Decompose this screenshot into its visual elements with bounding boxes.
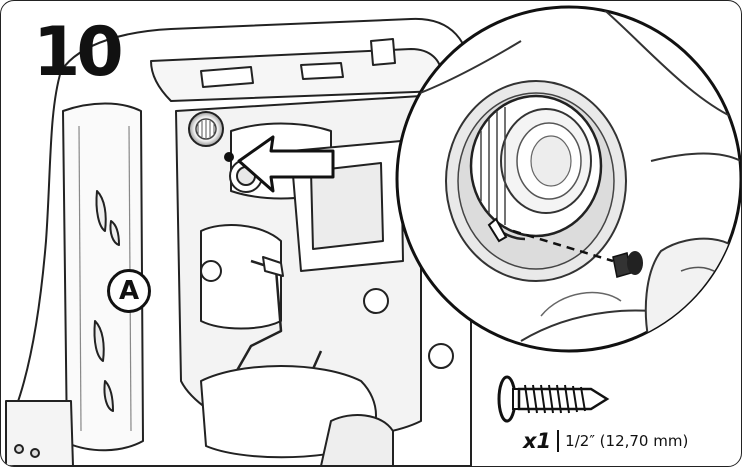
arrow-icon xyxy=(237,135,335,193)
screw-icon xyxy=(224,152,234,162)
hardware-size: 1/2″ (12,70 mm) xyxy=(565,432,689,450)
step-number: 10 xyxy=(33,13,124,92)
hardware-quantity: x1 xyxy=(523,429,552,453)
hardware-spec: x1 1/2″ (12,70 mm) xyxy=(523,429,688,453)
zoom-callout xyxy=(395,5,741,353)
screw-icon xyxy=(497,375,610,423)
housing-part-a xyxy=(5,17,472,466)
screw-icon xyxy=(612,251,643,278)
part-label: A xyxy=(118,276,140,306)
mount-hole xyxy=(188,111,224,147)
part-label-badge: A xyxy=(107,269,151,313)
spec-divider xyxy=(557,430,560,452)
